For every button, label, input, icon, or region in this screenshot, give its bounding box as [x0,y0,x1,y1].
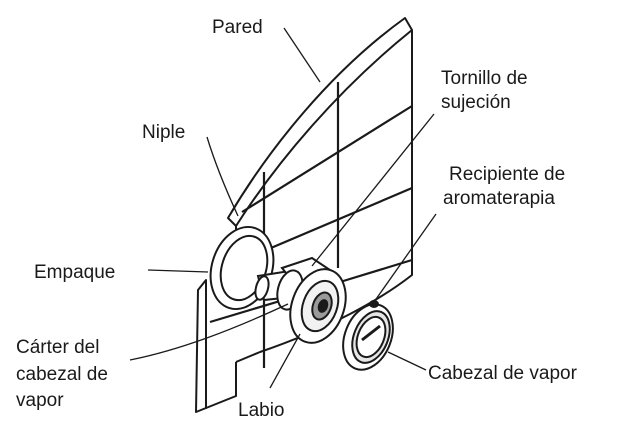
gasket [209,225,275,311]
leader-labio [269,333,301,389]
label-niple: Niple [142,122,185,143]
label-carter-line3: vapor [16,390,64,411]
leader-recipiente [373,213,437,303]
label-labio: Labio [238,400,285,421]
labels: Pared Tornillo de sujeción Niple Recipie… [16,17,578,421]
label-cabezal: Cabezal de vapor [428,363,578,384]
label-tornillo-line2: sujeción [441,92,511,113]
leader-cabezal [387,351,427,371]
wall-panel [195,17,413,413]
label-tornillo-line1: Tornillo de [441,68,528,89]
label-carter-line1: Cárter del [16,337,99,358]
steam-head-housing [276,256,347,344]
label-carter-line2: cabezal de [16,364,108,385]
leader-niple [206,136,239,217]
leader-lines [129,27,437,389]
steam-head-cap [342,300,394,371]
leader-empaque [147,269,209,273]
label-recipiente-line2: aromaterapia [443,188,555,209]
label-pared: Pared [212,17,263,38]
label-empaque: Empaque [34,262,115,283]
leader-carter [129,303,289,361]
leader-tornillo [311,113,435,267]
leader-pared [283,27,321,83]
label-recipiente-line1: Recipiente de [449,164,565,185]
